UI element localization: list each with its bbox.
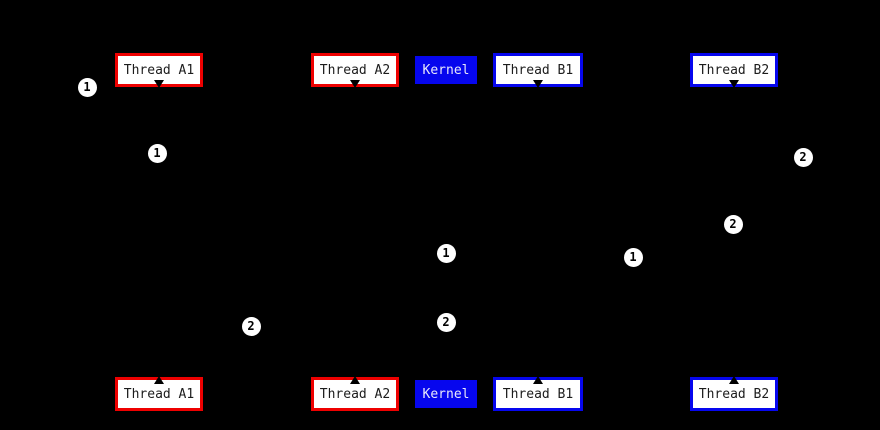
sequence-number-badge: 2: [436, 312, 456, 332]
lifeline-thread-b1: [538, 87, 539, 377]
sequence-number-badge: 1: [77, 77, 97, 97]
participant-box-thread-a1-bottom: Thread A1: [115, 376, 203, 411]
participant-box-thread-a1-top: Thread A1: [115, 53, 203, 88]
participant-box-thread-a2-bottom: Thread A2: [311, 376, 399, 411]
lifeline-thread-a1: [159, 87, 160, 377]
lifeline-notch-icon: [729, 376, 739, 384]
lifeline-notch-icon: [533, 80, 543, 88]
lifeline-thread-a2: [355, 87, 356, 377]
lifeline-notch-icon: [154, 376, 164, 384]
participant-label-thread-b2-bottom: Thread B2: [698, 386, 770, 402]
sequence-number-badge: 1: [436, 243, 456, 263]
lifeline-notch-icon: [533, 376, 543, 384]
sequence-number-badge: 1: [623, 247, 643, 267]
participant-label-kernel-bottom: Kernel: [422, 386, 470, 402]
sequence-number-badge: 1: [147, 143, 167, 163]
participant-box-kernel-bottom: Kernel: [415, 380, 477, 408]
participant-label-thread-b1-top: Thread B1: [502, 62, 574, 78]
participant-box-thread-b1-bottom: Thread B1: [493, 376, 583, 411]
participant-label-thread-b1-bottom: Thread B1: [502, 386, 574, 402]
lifeline-notch-icon: [350, 80, 360, 88]
participant-box-kernel-top: Kernel: [415, 56, 477, 84]
participant-label-thread-a2-bottom: Thread A2: [319, 386, 391, 402]
participant-label-kernel-top: Kernel: [422, 62, 470, 78]
participant-label-thread-a1-bottom: Thread A1: [123, 386, 195, 402]
participant-box-thread-a2-top: Thread A2: [311, 53, 399, 88]
lifeline-notch-icon: [729, 80, 739, 88]
sequence-number-badge: 2: [241, 316, 261, 336]
sequence-number-badge: 2: [723, 214, 743, 234]
participant-label-thread-a1-top: Thread A1: [123, 62, 195, 78]
lifeline-notch-icon: [154, 80, 164, 88]
lifeline-kernel: [446, 84, 447, 380]
participant-label-thread-b2-top: Thread B2: [698, 62, 770, 78]
participant-box-thread-b2-top: Thread B2: [690, 53, 778, 88]
lifeline-notch-icon: [350, 376, 360, 384]
participant-box-thread-b1-top: Thread B1: [493, 53, 583, 88]
participant-box-thread-b2-bottom: Thread B2: [690, 376, 778, 411]
sequence-number-badge: 2: [793, 147, 813, 167]
participant-label-thread-a2-top: Thread A2: [319, 62, 391, 78]
